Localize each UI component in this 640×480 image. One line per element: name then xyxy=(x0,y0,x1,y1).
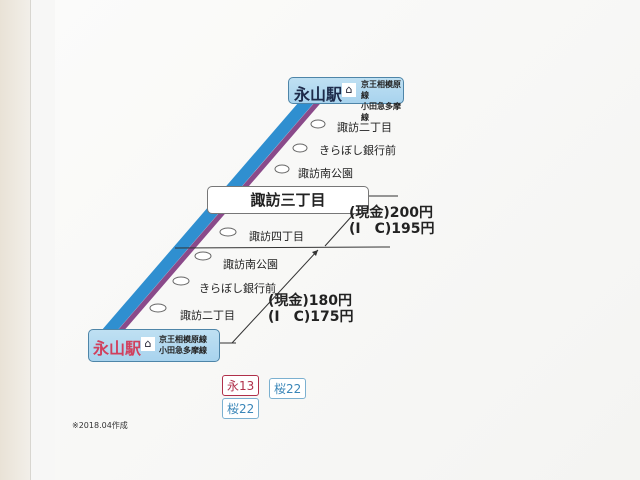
top-station-box: 永山駅 ⌂ 京王相模原線 小田急多摩線 xyxy=(288,77,404,122)
fare-lower: (現金)180円 (I C)175円 xyxy=(268,293,354,325)
line-name: 小田急多摩線 xyxy=(159,346,207,355)
line-name: 京王相模原線 xyxy=(159,335,207,344)
fare-arrow-lower xyxy=(231,249,319,344)
creation-note: ※2018.04作成 xyxy=(72,421,128,430)
stop-label: きらぼし銀行前 xyxy=(199,282,276,295)
stop-marker xyxy=(194,251,212,261)
fare-ic: (I C)175円 xyxy=(268,309,354,325)
stop-label: 諏訪南公園 xyxy=(298,167,353,180)
line-name: 小田急多摩線 xyxy=(361,102,401,122)
stop-label: 諏訪四丁目 xyxy=(249,230,304,243)
route-line-blue xyxy=(91,92,317,350)
stop-label: 諏訪二丁目 xyxy=(180,309,235,322)
wall-frame xyxy=(0,0,30,480)
fare-cash: (現金)200円 xyxy=(349,205,434,221)
boundary-stop-box: 諏訪三丁目 xyxy=(207,186,369,214)
fare-cash: (現金)180円 xyxy=(268,293,353,309)
stop-marker xyxy=(219,227,237,237)
stop-label: 諏訪二丁目 xyxy=(337,121,392,134)
fare-upper: (現金)200円 (I C)195円 xyxy=(349,205,435,237)
route-badge-sakura22: 桜22 xyxy=(222,398,260,419)
bus-icon: ⌂ xyxy=(141,337,155,351)
stop-label: 諏訪南公園 xyxy=(223,258,278,271)
top-station-name: 永山駅 xyxy=(294,85,343,104)
route-line-purple xyxy=(102,98,322,352)
stop-marker xyxy=(292,143,308,153)
stop-marker xyxy=(172,276,190,286)
route-badge-sakura22: 桜22 xyxy=(269,378,307,399)
stop-marker xyxy=(274,164,290,174)
route-badge-naga13: 永13 xyxy=(222,375,260,396)
top-station-lines: 京王相模原線 小田急多摩線 xyxy=(361,79,403,123)
stop-marker xyxy=(310,119,326,129)
stop-marker xyxy=(149,303,167,313)
fare-boundary-line-lower xyxy=(174,246,391,249)
fare-ic: (I C)195円 xyxy=(349,221,435,237)
stop-label: きらぼし銀行前 xyxy=(319,144,396,157)
line-name: 京王相模原線 xyxy=(361,80,401,100)
bus-icon: ⌂ xyxy=(342,83,356,97)
bottom-station-name: 永山駅 xyxy=(93,339,142,358)
bottom-station-box: 永山駅 ⌂ 京王相模原線 小田急多摩線 xyxy=(88,329,220,362)
bottom-station-lines: 京王相模原線 小田急多摩線 xyxy=(159,334,207,356)
